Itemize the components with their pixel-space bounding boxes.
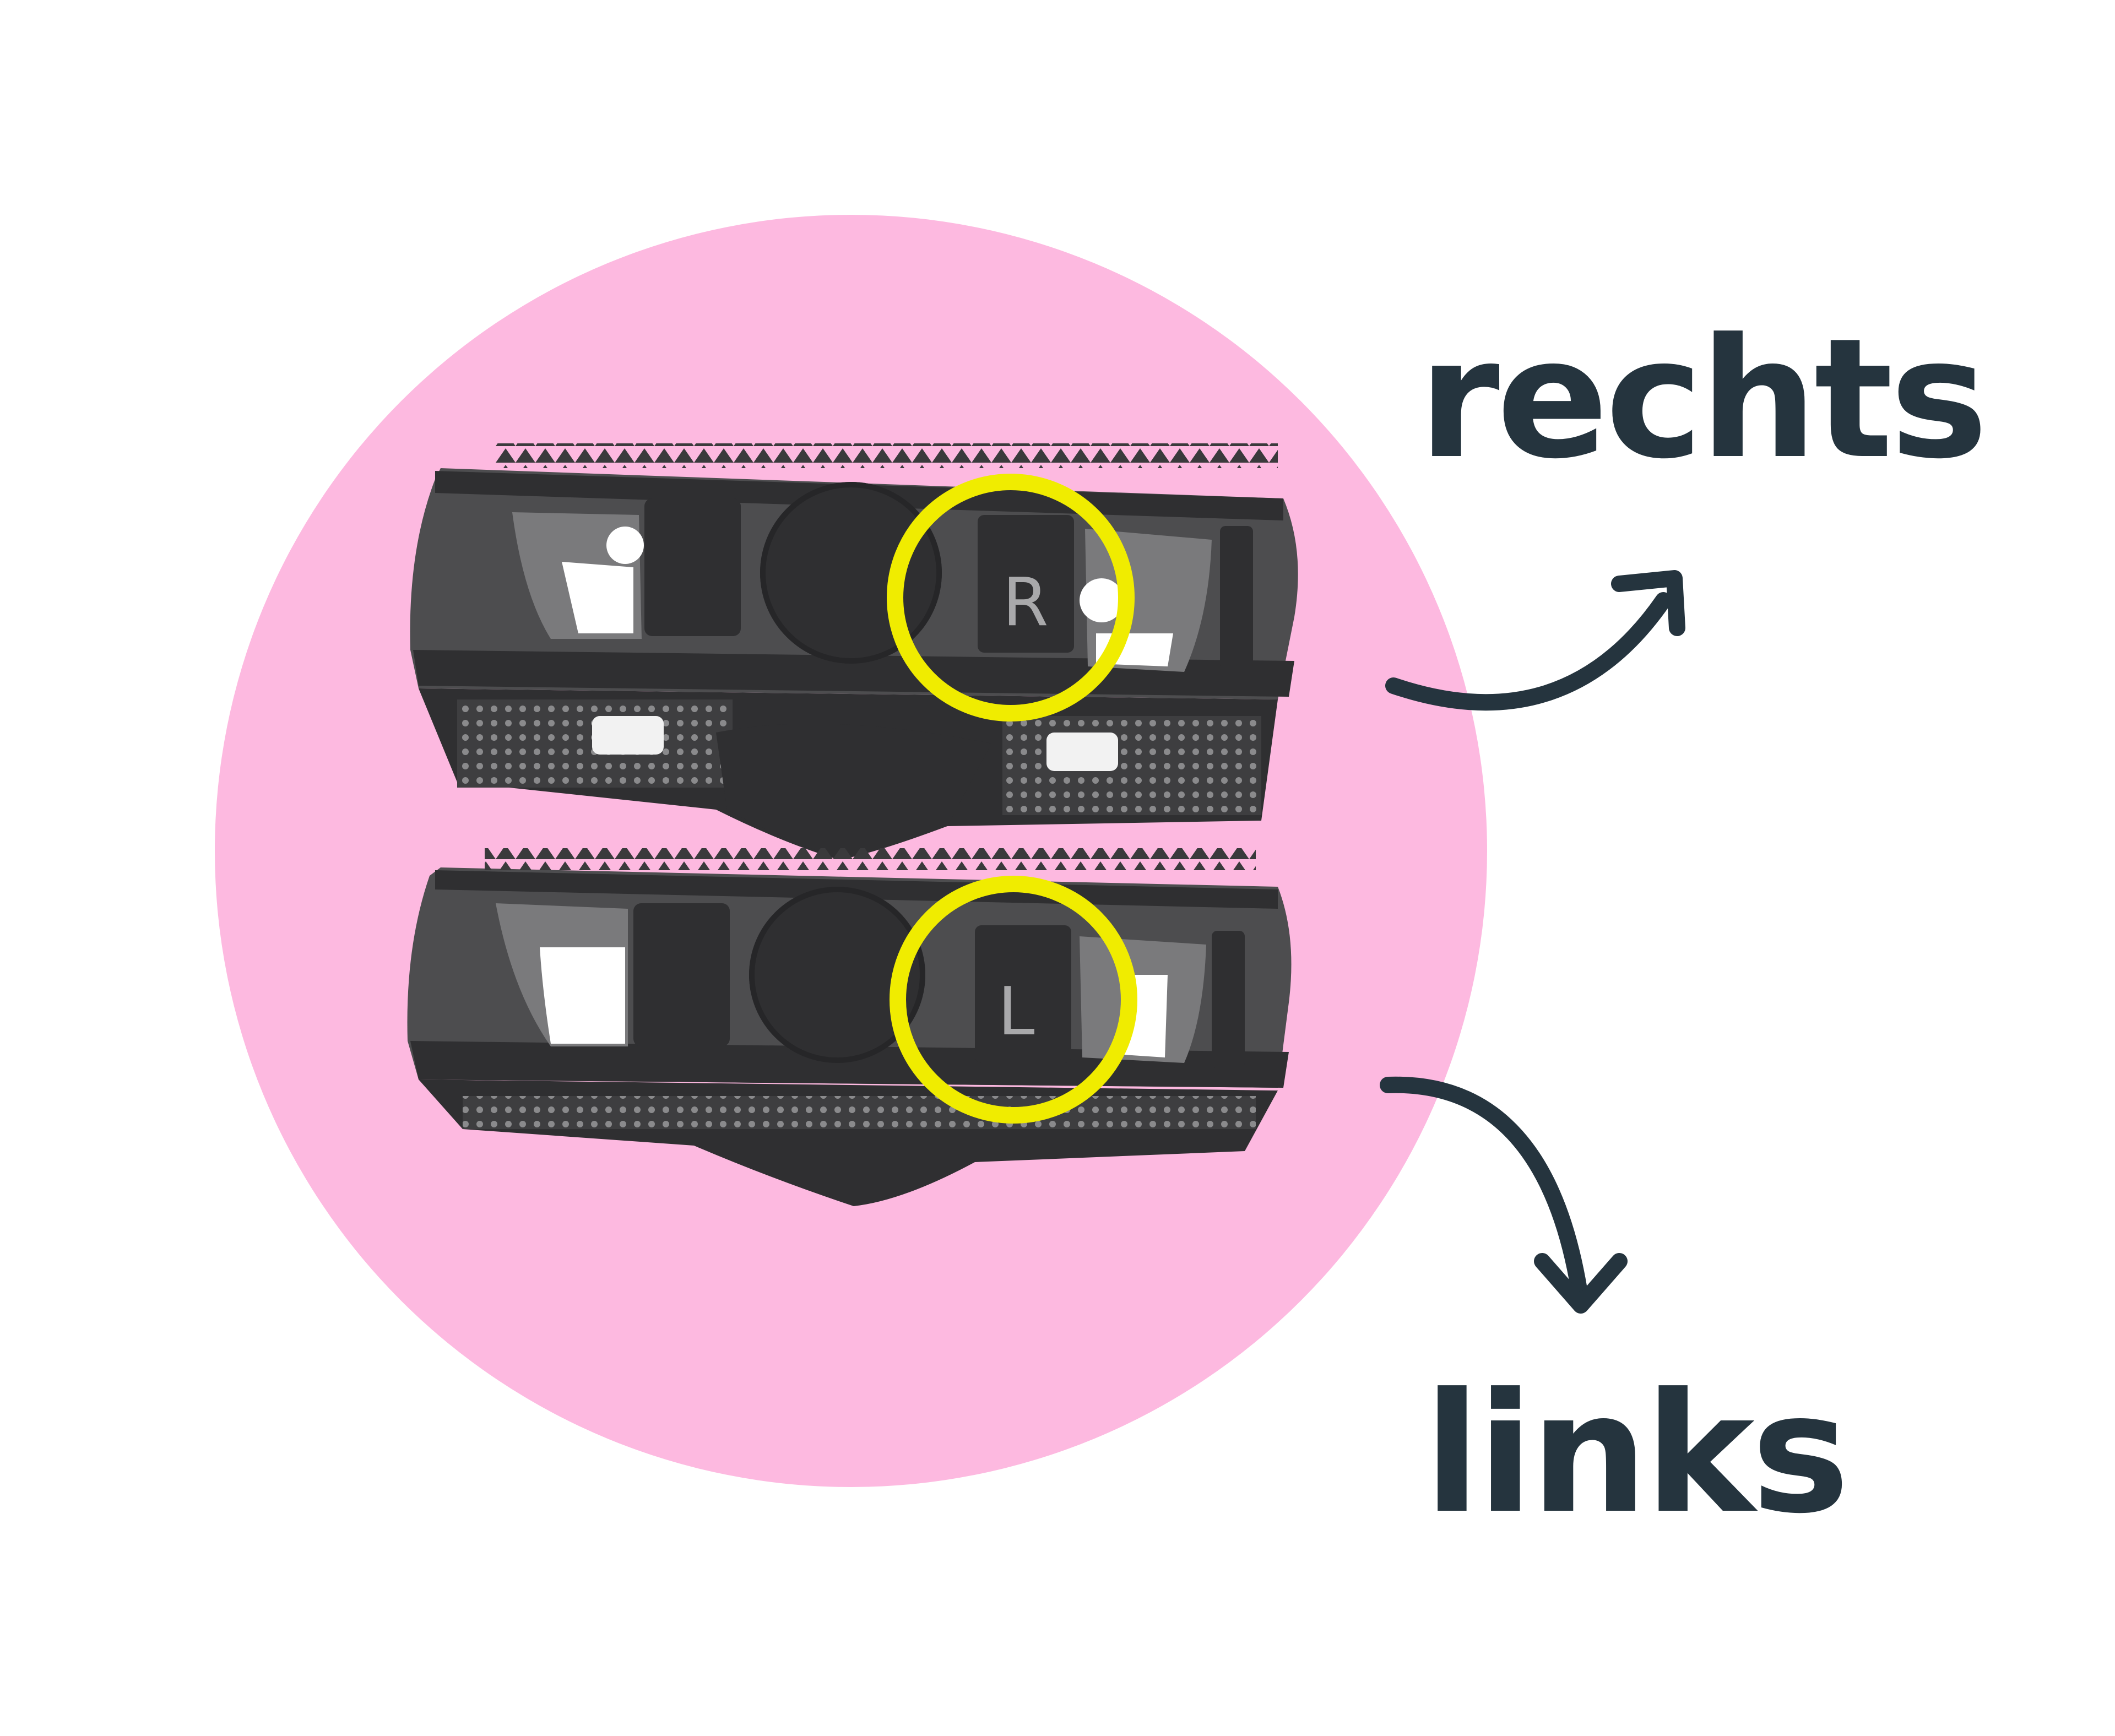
- left-pedal-image: L: [407, 848, 1292, 1206]
- arrow-to-right-label: [1385, 570, 1685, 711]
- left-marking-highlight-ring: [890, 876, 1137, 1124]
- right-label: rechts: [1418, 303, 1988, 495]
- right-pedal-marking: R: [1002, 565, 1048, 641]
- right-pedal-image: R: [410, 443, 1298, 859]
- arrow-to-left-label: [1380, 1076, 1628, 1314]
- left-label: links: [1424, 1358, 1850, 1550]
- right-marking-highlight-ring: [887, 474, 1135, 721]
- left-pedal-marking: L: [998, 974, 1035, 1050]
